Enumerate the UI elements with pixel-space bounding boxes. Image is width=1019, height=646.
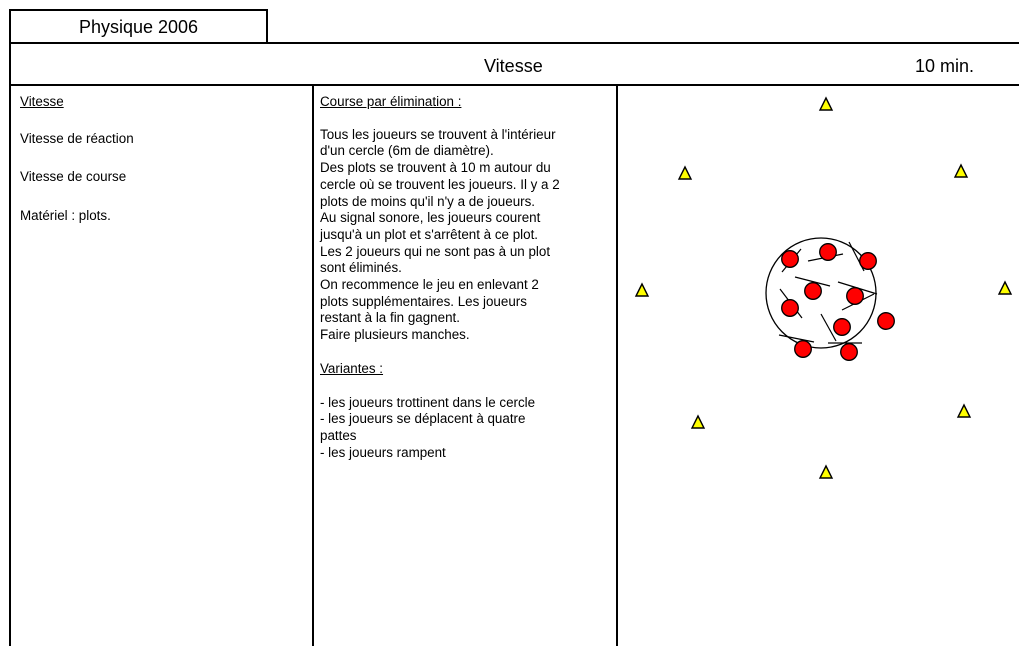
variant-line: - les joueurs trottinent dans le cercle bbox=[320, 394, 536, 410]
description-line: Des plots se trouvent à 10 m autour du bbox=[320, 160, 551, 176]
movement-line bbox=[778, 334, 815, 343]
player-marker bbox=[840, 343, 858, 361]
variant-line: - les joueurs se déplacent à quatre bbox=[320, 411, 526, 427]
description-line: Faire plusieurs manches. bbox=[320, 327, 470, 343]
cone-marker bbox=[953, 163, 969, 178]
description-line: Au signal sonore, les joueurs courent bbox=[320, 210, 541, 226]
players-group bbox=[781, 243, 895, 361]
variants-heading: Variantes : bbox=[320, 360, 384, 376]
cone-marker bbox=[956, 403, 972, 418]
objective-item: Vitesse de réaction bbox=[20, 130, 134, 146]
description-heading: Course par élimination : bbox=[320, 94, 462, 109]
diagram-column bbox=[618, 86, 1019, 646]
description-line: On recommence le jeu en enlevant 2 bbox=[320, 277, 539, 293]
objectives-column: Vitesse Vitesse de réaction Vitesse de c… bbox=[9, 86, 314, 646]
page-tab: Physique 2006 bbox=[9, 9, 268, 42]
cone-marker bbox=[818, 464, 834, 479]
description-line: restant à la fin gagnent. bbox=[320, 310, 460, 326]
objectives-heading: Vitesse bbox=[20, 94, 64, 109]
exercise-title: Vitesse bbox=[484, 56, 543, 76]
player-marker bbox=[846, 287, 864, 305]
player-marker bbox=[794, 340, 812, 358]
variant-line: - les joueurs rampent bbox=[320, 444, 446, 460]
player-marker bbox=[877, 312, 895, 330]
player-marker bbox=[859, 252, 877, 270]
description-column: Course par élimination : Tous les joueur… bbox=[314, 86, 618, 646]
cone-marker bbox=[690, 414, 706, 429]
description-line: Tous les joueurs se trouvent à l'intérie… bbox=[320, 126, 556, 142]
objective-item: Vitesse de course bbox=[20, 169, 127, 185]
cone-marker bbox=[997, 280, 1013, 295]
description-line: plots supplémentaires. Les joueurs bbox=[320, 293, 527, 309]
exercise-duration: 10 min. bbox=[915, 56, 975, 76]
cone-marker bbox=[818, 96, 834, 111]
spacer bbox=[320, 344, 610, 361]
player-marker bbox=[781, 299, 799, 317]
description-line: sont éliminés. bbox=[320, 260, 402, 276]
player-marker bbox=[804, 282, 822, 300]
cone-marker bbox=[677, 165, 693, 180]
description-line: d'un cercle (6m de diamètre). bbox=[320, 143, 494, 159]
spacer bbox=[320, 111, 610, 127]
description-line: plots de moins qu'il n'y a de joueurs. bbox=[320, 193, 536, 209]
spacer bbox=[320, 378, 610, 395]
cone-marker bbox=[634, 282, 650, 297]
tab-label: Physique 2006 bbox=[78, 17, 199, 37]
description-line: jusqu'à un plot et s'arrêtent à ce plot. bbox=[320, 226, 539, 242]
field-diagram bbox=[634, 96, 1013, 479]
variant-line: pattes bbox=[320, 427, 357, 443]
description-line: cercle où se trouvent les joueurs. Il y … bbox=[320, 176, 560, 192]
header-row: Vitesse 10 min. bbox=[9, 42, 1019, 86]
movement-line bbox=[794, 276, 831, 287]
player-marker bbox=[833, 318, 851, 336]
materials-item: Matériel : plots. bbox=[20, 208, 111, 224]
movement-line bbox=[820, 313, 837, 342]
player-marker bbox=[781, 250, 799, 268]
cones-group bbox=[634, 96, 1013, 479]
player-marker bbox=[819, 243, 837, 261]
description-line: Les 2 joueurs qui ne sont pas à un plot bbox=[320, 243, 551, 259]
